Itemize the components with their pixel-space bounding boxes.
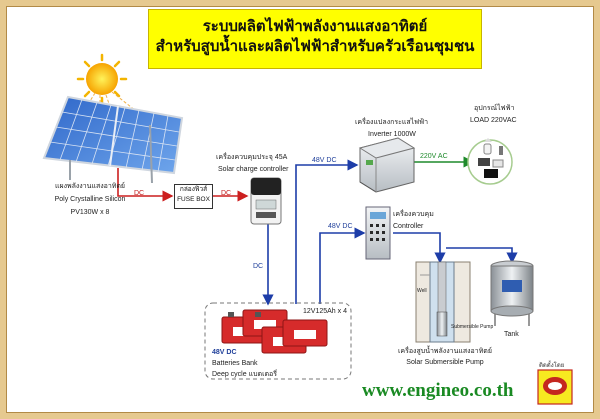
battery-icon bbox=[221, 309, 328, 354]
battery-label-mixed: Deep cycle แบตเตอรี่ bbox=[212, 371, 277, 378]
inverter-label-en: Inverter 1000W bbox=[368, 131, 416, 138]
battery-voltage: 48V DC bbox=[212, 349, 237, 356]
pump-controller-label-en: Controller bbox=[393, 223, 424, 230]
title-line-2: สำหรับสูบน้ำและผลิตไฟฟ้าสำหรับครัวเรือนช… bbox=[155, 37, 475, 55]
battery-label-en: Batteries Bank bbox=[212, 360, 258, 367]
dc-wire-panel-to-fuse bbox=[117, 168, 174, 202]
dc-wire-battery-to-inverter bbox=[295, 159, 359, 304]
pump-label-en: Solar Submersible Pump bbox=[406, 359, 484, 366]
title-banner: ระบบผลิตไฟฟ้าพลังงานแสงอาทิตย์ สำหรับสูบ… bbox=[148, 9, 482, 69]
battery-bank bbox=[204, 302, 352, 380]
wire-label-dc-2: DC bbox=[221, 190, 232, 197]
well-label: Well bbox=[417, 288, 427, 294]
battery-spec: 12V125Ah x 4 bbox=[303, 308, 347, 315]
tank-label: Tank bbox=[504, 331, 519, 338]
load-devices-icon bbox=[467, 138, 513, 185]
pump-label-th: เครื่องสูบน้ำพลังงานแสงอาทิตย์ bbox=[398, 348, 492, 355]
pump-small-label: Submersible Pump bbox=[451, 324, 494, 330]
well-pump-icon bbox=[415, 261, 471, 343]
solar-panel-spec: PV130W x 8 bbox=[70, 209, 110, 216]
pump-controller-label-th: เครื่องควบคุม bbox=[393, 211, 434, 218]
wire-label-ac: 220V AC bbox=[420, 153, 448, 160]
wire-label-dc-1: DC bbox=[134, 190, 145, 197]
fuse-box-label-en: FUSE BOX bbox=[177, 196, 210, 203]
wire-label-48v-mid: 48V DC bbox=[328, 223, 353, 230]
charge-controller-label-en: Solar charge controller bbox=[218, 166, 289, 173]
charge-controller-icon bbox=[250, 177, 282, 225]
fuse-box-label-th: กล่องฟิวส์ bbox=[179, 186, 208, 193]
inverter-label-th: เครื่องแปลงกระแสไฟฟ้า bbox=[355, 119, 429, 126]
charge-controller-label-th: เครื่องควบคุมประจุ 45A bbox=[216, 154, 288, 161]
installer-label: ติดตั้งโดย bbox=[539, 363, 565, 369]
load-label-th: อุปกรณ์ไฟฟ้า bbox=[474, 105, 515, 112]
wire-label-48v-top: 48V DC bbox=[312, 157, 337, 164]
title-line-1: ระบบผลิตไฟฟ้าพลังงานแสงอาทิตย์ bbox=[202, 17, 428, 35]
pipe-pump-to-tank bbox=[446, 247, 518, 264]
solar-panel-label-th: แผงพลังงานแสงอาทิตย์ bbox=[54, 183, 126, 190]
inverter-icon bbox=[358, 137, 416, 193]
solar-panel-icon bbox=[42, 95, 184, 184]
dc-wire-battery-to-pump-controller bbox=[319, 227, 366, 304]
solar-panel-label-en: Poly Crystalline Silicon bbox=[54, 196, 126, 203]
load-label-en: LOAD 220VAC bbox=[470, 117, 517, 124]
wire-label-dc-3: DC bbox=[253, 263, 264, 270]
website-link[interactable]: www.engineo.co.th bbox=[362, 380, 514, 401]
pump-controller-icon bbox=[365, 206, 391, 260]
wire-controller-to-pump bbox=[393, 232, 446, 264]
water-tank-icon bbox=[490, 260, 534, 326]
installer-logo-icon bbox=[537, 369, 573, 405]
fuse-box: กล่องฟิวส์ FUSE BOX bbox=[174, 184, 213, 209]
